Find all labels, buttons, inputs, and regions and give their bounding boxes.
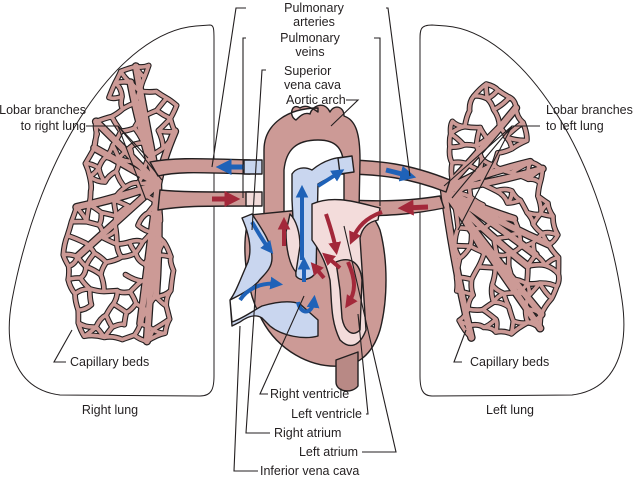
- arrow-oxygenated: [397, 199, 429, 216]
- label-capillary-left: Capillary beds: [470, 355, 549, 369]
- label-superior-vena-cava: Superior: [284, 64, 331, 78]
- label-aortic-arch: Aortic arch: [286, 93, 346, 107]
- label-right-ventricle: Right ventricle: [270, 387, 349, 401]
- label-lobar-right: to right lung: [21, 119, 86, 133]
- label-pulmonary-arteries: Pulmonary: [284, 1, 344, 15]
- arrow-oxygenated: [322, 252, 342, 270]
- label-lobar-left: to left lung: [546, 119, 604, 133]
- capillary-vessel: [447, 82, 561, 340]
- label-right-atrium: Right atrium: [274, 426, 341, 440]
- flow-arrows: [212, 158, 429, 314]
- leader-lines: [53, 7, 540, 472]
- arrow-deoxygenated: [250, 220, 274, 254]
- label-pulmonary-veins: veins: [295, 45, 324, 59]
- arrow-deoxygenated: [296, 294, 320, 314]
- arrow-deoxygenated: [316, 169, 345, 188]
- label-lobar-left: Lobar branches: [546, 103, 633, 117]
- label-left-atrium: Left atrium: [299, 445, 358, 459]
- label-lobar-right: Lobar branches: [0, 103, 86, 117]
- arrow-oxygenated: [349, 210, 383, 245]
- label-pulmonary-veins: Pulmonary: [280, 31, 340, 45]
- arrow-oxygenated: [345, 261, 358, 309]
- capillary-vessel: [61, 63, 179, 343]
- arrow-oxygenated: [310, 262, 326, 280]
- right-lung-outline: [8, 24, 215, 397]
- label-inferior-vena-cava: Inferior vena cava: [260, 464, 359, 478]
- label-pulmonary-arteries: arteries: [293, 15, 335, 29]
- right-capillary-bed: [60, 62, 180, 346]
- label-capillary-right: Capillary beds: [70, 355, 149, 369]
- left-lung-outline: [419, 24, 625, 397]
- label-superior-vena-cava: vena cava: [284, 78, 341, 92]
- label-right-lung: Right lung: [82, 403, 138, 417]
- right-atrium: [229, 213, 319, 339]
- heart: [229, 104, 387, 392]
- arrow-oxygenated: [324, 213, 342, 256]
- aortic-arch: [263, 104, 361, 263]
- label-left-lung: Left lung: [486, 403, 534, 417]
- label-left-ventricle: Left ventricle: [291, 407, 362, 421]
- arrow-deoxygenated: [385, 165, 417, 182]
- left-capillary-bed: [439, 81, 562, 342]
